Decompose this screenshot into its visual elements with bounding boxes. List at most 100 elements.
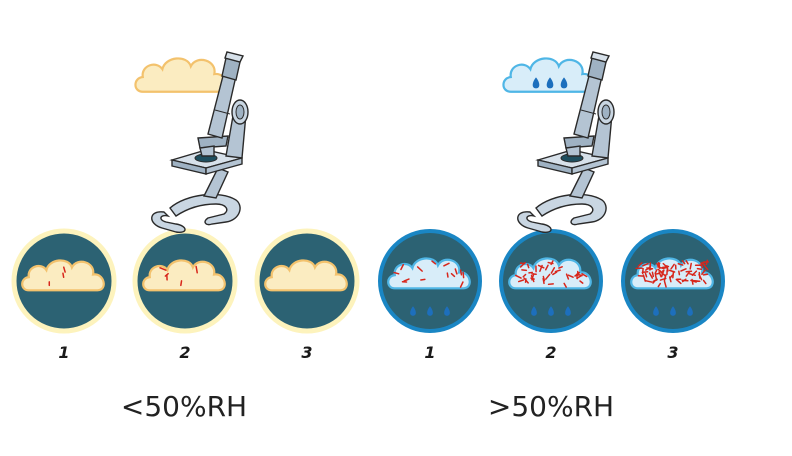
bacteria-mark — [558, 266, 563, 269]
bacteria-mark — [545, 273, 551, 280]
bacteria-mark — [443, 262, 450, 267]
water-droplet-icon — [548, 306, 554, 316]
bacteria-mark — [685, 259, 689, 265]
bacteria-mark — [554, 269, 561, 273]
sample-number: 1 — [58, 343, 70, 362]
bacteria-mark — [672, 270, 675, 279]
bacteria-mark — [690, 279, 697, 283]
bacteria-mark — [685, 270, 691, 277]
bacteria-mark — [195, 265, 198, 274]
bacteria-mark — [642, 274, 647, 282]
bacteria-mark — [519, 261, 526, 268]
bacteria-mark — [702, 279, 707, 285]
bacteria-mark — [670, 263, 675, 270]
bacteria-mark — [642, 262, 649, 267]
bacteria-mark — [446, 272, 449, 278]
water-droplet-icon — [560, 77, 568, 89]
bacteria-mark — [62, 272, 65, 278]
bacteria-mark — [637, 262, 643, 268]
bacteria-mark — [159, 267, 167, 271]
bacteria-mark — [651, 271, 655, 278]
bacteria-mark — [459, 281, 464, 288]
bacteria-mark — [400, 263, 405, 271]
bacteria-mark — [659, 266, 665, 270]
bacteria-mark — [669, 274, 674, 279]
bacteria-mark — [581, 273, 588, 278]
water-droplet-icon — [653, 306, 659, 316]
humidity-label: <50%RH — [120, 390, 248, 423]
water-droplet-icon — [444, 306, 450, 316]
bacteria-mark — [689, 262, 692, 270]
microscope-illustration — [502, 51, 615, 234]
bacteria-mark — [550, 260, 554, 266]
bacteria-mark — [563, 282, 567, 288]
bacteria-mark — [660, 271, 667, 277]
bacteria-mark — [698, 273, 703, 281]
bacteria-mark — [644, 272, 648, 278]
bacteria-mark — [678, 270, 681, 276]
sample-disc — [378, 229, 482, 333]
bacteria-mark — [700, 262, 706, 266]
bacteria-mark — [663, 280, 667, 288]
microscope-illustration — [134, 51, 249, 234]
bacteria-mark — [645, 280, 653, 283]
bacteria-mark — [544, 264, 549, 271]
sample-disc — [499, 229, 603, 333]
bacteria-mark — [579, 280, 584, 284]
bacteria-mark — [666, 264, 669, 272]
bacteria-mark — [691, 270, 698, 276]
bacteria-mark — [685, 270, 693, 273]
bacteria-mark — [696, 267, 703, 270]
bacteria-mark — [700, 262, 704, 269]
bacteria-mark — [658, 271, 662, 278]
sample-disc — [254, 228, 360, 334]
water-droplet-icon — [687, 306, 693, 316]
bacteria-mark — [450, 272, 456, 278]
bacteria-mark — [403, 278, 410, 282]
bacteria-mark — [701, 269, 706, 276]
bacteria-mark — [654, 272, 661, 275]
bacteria-mark — [164, 272, 169, 277]
bacteria-mark — [523, 277, 529, 284]
humidity-label: >50%RH — [487, 390, 615, 423]
bacteria-mark — [454, 268, 458, 275]
water-droplet-icon — [427, 306, 433, 316]
bacteria-mark — [661, 269, 664, 278]
bacteria-mark — [515, 274, 522, 279]
water-droplet-icon — [532, 77, 540, 89]
sample-number: 2 — [179, 343, 191, 362]
bacteria-mark — [662, 262, 667, 268]
sample-disc — [621, 229, 725, 333]
bacteria-mark — [675, 278, 682, 285]
bacteria-mark — [652, 278, 658, 283]
water-droplet-icon — [531, 306, 537, 316]
bacteria-mark — [681, 259, 686, 265]
bacteria-mark — [539, 264, 543, 272]
bacteria-mark — [180, 280, 183, 287]
bacteria-mark — [680, 268, 687, 272]
water-droplet-icon — [410, 306, 416, 316]
water-droplet-icon — [546, 77, 554, 89]
sample-number: 1 — [424, 343, 436, 362]
bacteria-mark — [542, 275, 546, 282]
bacteria-mark — [677, 262, 684, 266]
water-droplet-icon — [565, 306, 571, 316]
bacteria-mark — [657, 282, 662, 288]
bacteria-mark — [517, 279, 525, 283]
bacteria-mark — [654, 269, 658, 275]
water-droplet-icon — [670, 306, 676, 316]
bacteria-mark — [526, 263, 530, 269]
bacteria-mark — [420, 278, 426, 281]
sample-number: 3 — [667, 343, 679, 362]
sample-disc — [11, 228, 117, 334]
bacteria-mark — [393, 271, 400, 275]
bacteria-mark — [703, 264, 709, 271]
dry-cloud-icon — [134, 57, 228, 93]
bacteria-mark — [552, 271, 558, 276]
bacteria-mark — [648, 272, 654, 279]
bacteria-mark — [62, 266, 66, 273]
bacteria-mark — [542, 277, 545, 285]
bacteria-mark — [530, 274, 535, 283]
sample-number: 3 — [301, 343, 313, 362]
